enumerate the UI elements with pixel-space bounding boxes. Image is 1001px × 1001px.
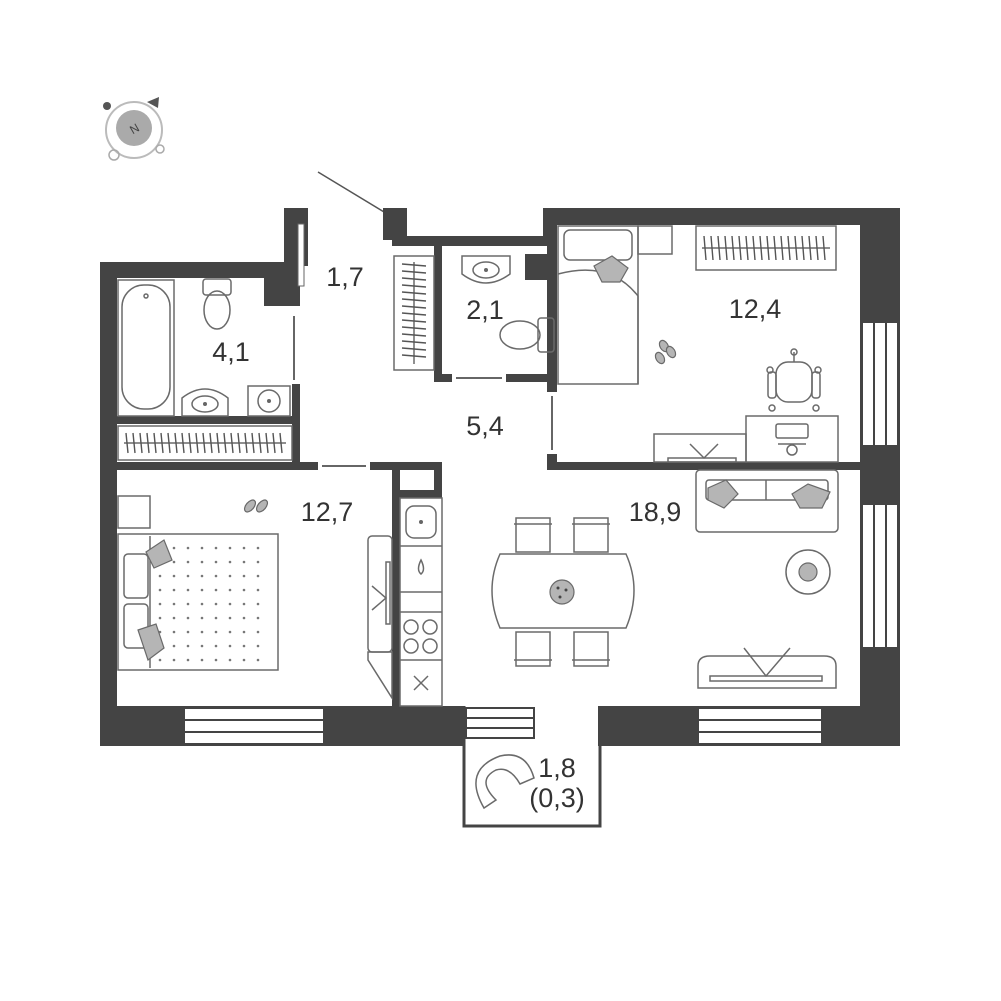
nightstand-icon (117, 495, 151, 529)
kitchen-counter-icon (399, 497, 443, 707)
room-area-bedroom-right: 12,4 (729, 294, 782, 324)
coffee-table-icon (785, 549, 831, 595)
toilet-sink-icon (461, 255, 511, 284)
room-area-hallway: 5,4 (466, 411, 504, 441)
water-drop-icon (417, 558, 425, 575)
slippers-icon-right (654, 339, 677, 365)
dining-chair-icon (572, 517, 610, 553)
tv-stand-living-icon (697, 647, 837, 689)
bedroom-wardrobe-icon (695, 225, 837, 271)
slippers-icon-left (243, 499, 269, 513)
desk-icon (745, 415, 839, 463)
dining-table-icon (491, 553, 635, 629)
washing-machine-icon (247, 385, 291, 417)
room-area-bathroom: 4,1 (212, 337, 250, 367)
bathroom-sink-icon (181, 388, 229, 417)
room-area-living-kitchen: 18,9 (629, 497, 682, 527)
tv-stand-right-icon (653, 433, 747, 463)
sofa-icon (695, 469, 839, 533)
kitchen-sink-icon (405, 505, 437, 539)
room-area-entry-hall: 1,7 (326, 262, 364, 292)
room-area-toilet: 2,1 (466, 295, 504, 325)
dining-chair-icon (514, 517, 552, 553)
fridge-icon (413, 675, 429, 691)
bathroom-toilet-icon (202, 278, 232, 330)
stove-icon (403, 619, 438, 654)
room-area-balcony-reduced: (0,3) (529, 783, 585, 813)
office-chair-icon (766, 348, 822, 412)
single-bed-icon (557, 225, 673, 385)
compass-icon: N (103, 97, 165, 161)
windows (183, 321, 899, 745)
entry-wardrobe-icon (393, 255, 435, 371)
bedroom-tv-icon (367, 535, 393, 701)
double-bed-icon (117, 533, 279, 671)
room-labels: 4,1 1,7 2,1 5,4 12,4 12,7 18,9 1,8 (0,3) (212, 262, 781, 813)
bathtub-icon (117, 279, 175, 417)
room-area-bedroom-left: 12,7 (301, 497, 354, 527)
balcony-chair-icon (475, 754, 535, 810)
dining-chair-icon (514, 631, 552, 667)
door-openings (290, 223, 559, 472)
entrance-door-swing (317, 171, 385, 213)
dining-chair-icon (572, 631, 610, 667)
room-area-balcony: 1,8 (538, 753, 576, 783)
hall-wardrobe-icon (117, 425, 293, 461)
toilet-icon (499, 317, 555, 353)
